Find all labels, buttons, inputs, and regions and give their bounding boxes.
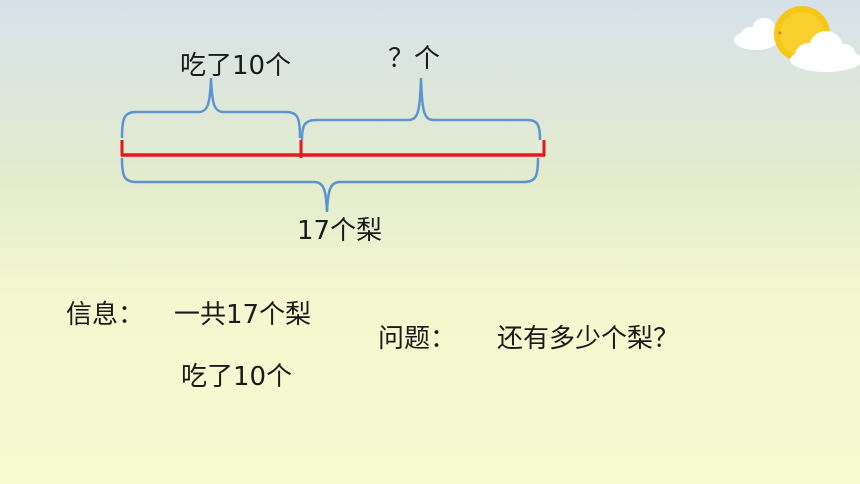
- question-heading: 问题：: [378, 324, 457, 354]
- label-total: 17个梨: [297, 216, 383, 246]
- brace-eaten: [120, 77, 302, 139]
- label-unknown: ？个: [388, 44, 441, 74]
- label-eaten: 吃了10个: [180, 51, 292, 81]
- info-line-2: 吃了10个: [181, 362, 293, 392]
- brace-unknown: [300, 77, 542, 141]
- sun-cloud-icon: [728, 0, 860, 80]
- info-heading: 信息：: [66, 300, 145, 330]
- info-line-1: 一共17个梨: [174, 300, 312, 330]
- brace-total: [120, 157, 540, 213]
- question-text: 还有多少个梨？: [497, 324, 680, 354]
